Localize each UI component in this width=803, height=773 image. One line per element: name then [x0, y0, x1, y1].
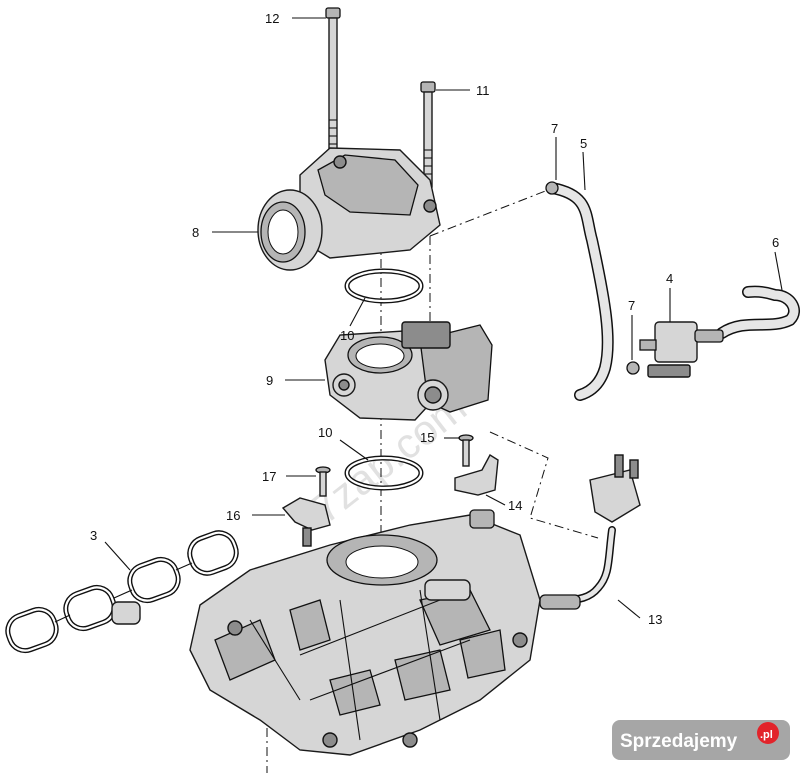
brand-logo-icon [757, 722, 779, 744]
sensor-hose-13 [539, 454, 641, 610]
callout-5: 5 [580, 136, 587, 151]
hose-6 [716, 285, 800, 339]
map-sensor-16 [281, 497, 331, 547]
brand-name: Sprzedajemy [620, 731, 738, 752]
brand-suffix: .pl [760, 729, 773, 741]
leader-lines [104, 17, 783, 619]
brand-badge: Sprzedajemy .pl [612, 720, 790, 760]
callout-7-upper: 7 [551, 121, 558, 136]
gasket-ring-10-upper [344, 268, 424, 304]
intake-gasket-3 [5, 530, 239, 654]
callout-6: 6 [772, 235, 779, 250]
screw-17 [315, 466, 331, 497]
callout-15: 15 [420, 430, 434, 445]
callout-10-upper: 10 [340, 328, 354, 343]
screw-15 [458, 434, 474, 467]
callout-8: 8 [192, 225, 199, 240]
throttle-body-9 [324, 321, 493, 421]
callout-10-lower: 10 [318, 425, 332, 440]
hose-clamp-7-upper [545, 181, 559, 195]
bolt-11 [420, 81, 436, 188]
callout-7-lower: 7 [628, 298, 635, 313]
air-inlet-housing-8 [257, 147, 441, 271]
callout-3: 3 [90, 528, 97, 543]
vacuum-hose-5 [546, 182, 614, 401]
intake-manifold [189, 509, 541, 756]
callout-9: 9 [266, 373, 273, 388]
bolt-long-12 [325, 7, 341, 154]
callout-16: 16 [226, 508, 240, 523]
callout-14: 14 [508, 498, 522, 513]
callout-labels: 12 11 7 5 6 8 4 7 10 9 10 15 17 14 16 3 … [90, 11, 779, 627]
callout-11: 11 [476, 83, 490, 98]
solenoid-valve-4 [639, 321, 724, 378]
callout-17: 17 [262, 469, 276, 484]
callout-4: 4 [666, 271, 673, 286]
callout-13: 13 [648, 612, 662, 627]
bracket-14 [454, 454, 499, 496]
hose-clamp-7-lower [626, 361, 640, 375]
gasket-ring-10-lower [344, 455, 424, 491]
callout-12: 12 [265, 11, 279, 26]
